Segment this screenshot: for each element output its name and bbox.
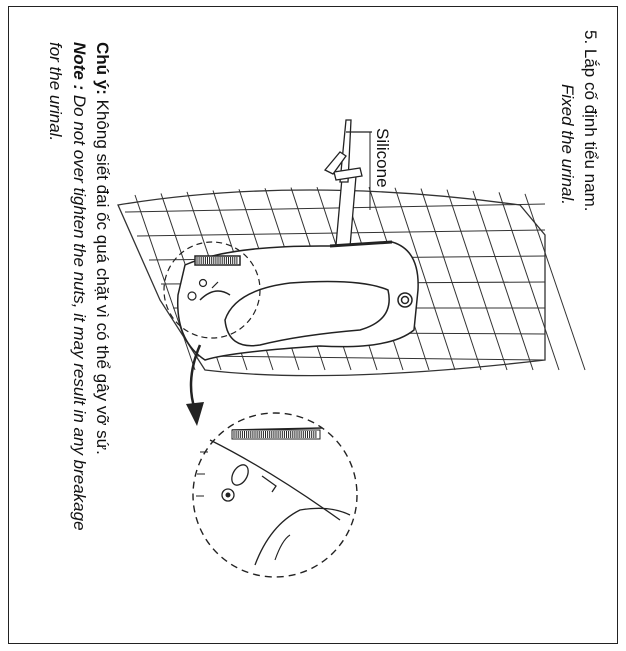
fixing-screws (187, 278, 219, 301)
detail-arrow (186, 344, 204, 426)
detail-highlight-circle (163, 241, 261, 339)
step-title-vietnamese: 5. Lắp cố định tiểu nam. (581, 30, 600, 212)
note-en-label: Note : (70, 42, 89, 91)
urinal (176, 240, 419, 361)
mounting-bracket-teeth (196, 257, 238, 264)
step-title-english: Fixed the urinal. (558, 84, 577, 205)
silicone-label: Silicone (373, 128, 392, 188)
note-en-text-1: Do not over tighten the nuts, it may res… (70, 90, 89, 531)
note-vietnamese: Chú ý: Không siết đai ốc quá chặt vì có … (92, 42, 112, 455)
page-frame (8, 6, 618, 644)
silicone-gun (323, 119, 372, 263)
note-vi-text: Không siết đai ốc quá chặt vì có thể gây… (93, 94, 112, 455)
note-english-line-1: Note : Do not over tighten the nuts, it … (69, 42, 89, 531)
enlarged-detail-view (192, 412, 358, 578)
note-vi-label: Chú ý: (93, 42, 112, 95)
note-english-line-2: for the urinal. (46, 42, 65, 142)
